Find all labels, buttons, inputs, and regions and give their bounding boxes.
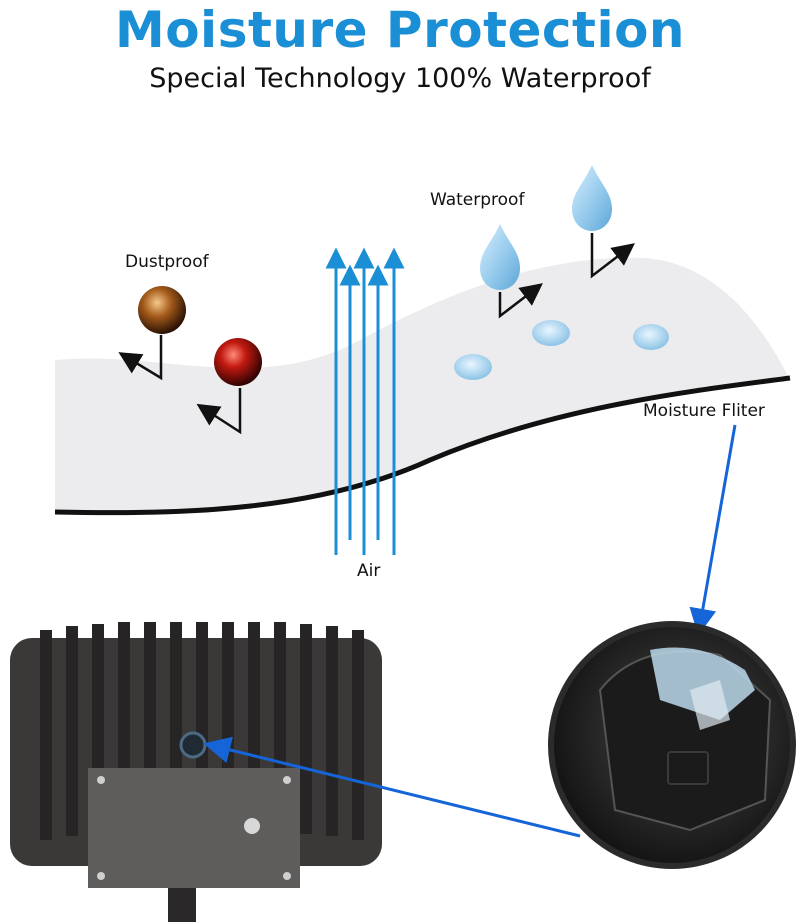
page-subtitle: Special Technology 100% Waterproof <box>149 63 651 94</box>
label-waterproof: Waterproof <box>430 190 525 210</box>
air-flow-arrows <box>325 247 405 555</box>
light-fixture <box>10 622 382 922</box>
water-bounce-arrows <box>498 233 635 319</box>
dust-particle-red <box>214 338 262 386</box>
dust-bounce-arrows <box>118 335 242 435</box>
filter-closeup <box>548 621 796 869</box>
label-air: Air <box>357 561 381 581</box>
vent-plug <box>179 731 207 759</box>
water-drop-right <box>572 165 612 231</box>
dust-particle-brown <box>138 286 186 334</box>
membrane-sheet <box>55 257 790 513</box>
label-moisture-filter: Moisture Fliter <box>643 401 765 421</box>
callout-arrow-filter <box>689 424 737 636</box>
callout-arrow-vent <box>203 736 581 838</box>
membrane-edge <box>54 375 791 516</box>
water-beads <box>454 320 669 380</box>
label-dustproof: Dustproof <box>125 252 209 272</box>
page-title: Moisture Protection <box>114 1 686 59</box>
water-drop-left <box>480 224 520 290</box>
